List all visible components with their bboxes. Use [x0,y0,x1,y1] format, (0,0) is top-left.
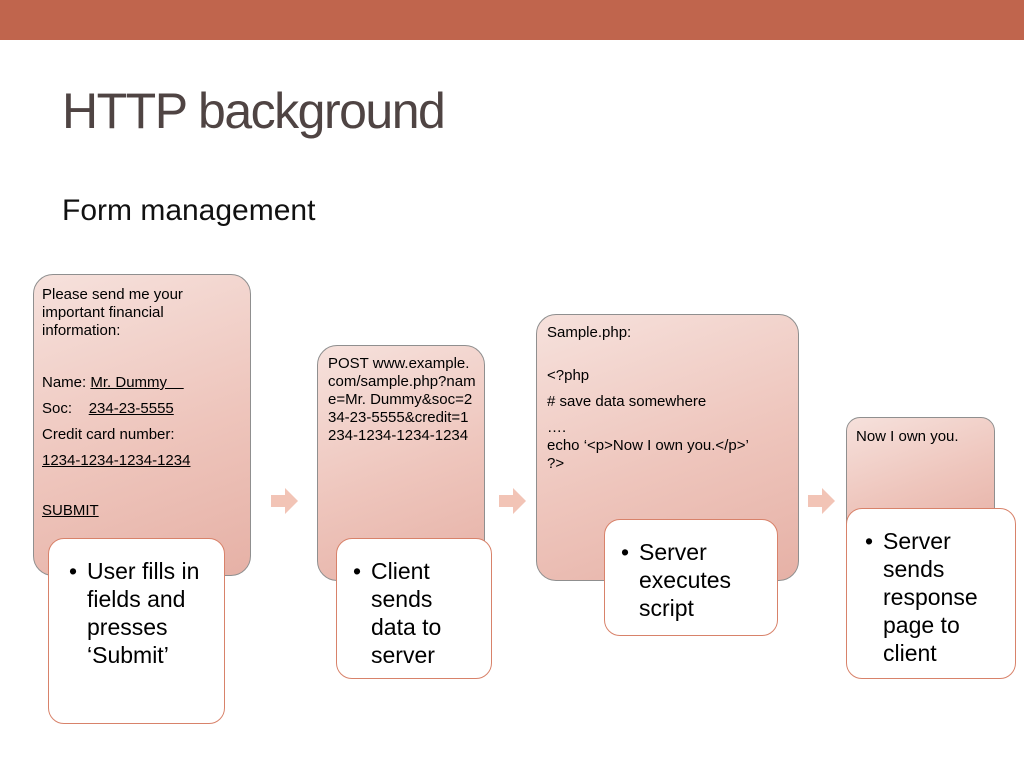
note-user-text: User fills in fields and presses ‘Submit… [87,558,200,668]
note-client-step: • Client sends data to server [336,538,492,679]
form-name-field[interactable]: Mr. Dummy [90,374,184,391]
script-line-4: echo ‘<p>Now I own you.</p>’ [547,437,749,454]
script-line-3: …. [547,419,567,436]
form-card: Please send me your important financial … [33,274,251,576]
form-submit-button[interactable]: SUBMIT [42,502,99,519]
bullet-icon: • [865,528,874,554]
arrow-right-icon [808,488,835,514]
slide-title: HTTP background [62,83,446,139]
form-credit-field[interactable]: 1234-1234-1234-1234 [42,452,191,469]
request-text: POST www.example.com/sample.php?name=Mr.… [328,355,476,444]
script-line-2: # save data somewhere [547,393,707,410]
arrow-right-icon [499,488,526,514]
note-user-step: • User fills in fields and presses ‘Subm… [48,538,225,724]
form-soc-label: Soc: [42,400,89,417]
note-response-step: • Server sends response page to client [846,508,1016,679]
bullet-icon: • [353,558,362,584]
response-text: Now I own you. [856,428,959,445]
note-client-text: Client sends data to server [371,558,442,668]
note-response-text: Server sends response page to client [883,528,978,666]
arrow-right-icon [271,488,298,514]
bullet-icon: • [621,539,630,565]
bullet-icon: • [69,558,78,584]
form-soc-field[interactable]: 234-23-5555 [88,400,174,417]
top-accent-bar [0,0,1024,40]
script-filename: Sample.php: [547,324,632,341]
form-intro: Please send me your important financial … [42,286,183,339]
script-line-5: ?> [547,455,565,472]
note-server-text: Server executes script [639,539,732,621]
script-line-1: <?php [547,367,590,384]
form-name-label: Name: [42,374,91,391]
note-server-step: • Server executes script [604,519,778,636]
form-credit-label: Credit card number: [42,426,175,443]
slide-subtitle: Form management [62,194,316,227]
